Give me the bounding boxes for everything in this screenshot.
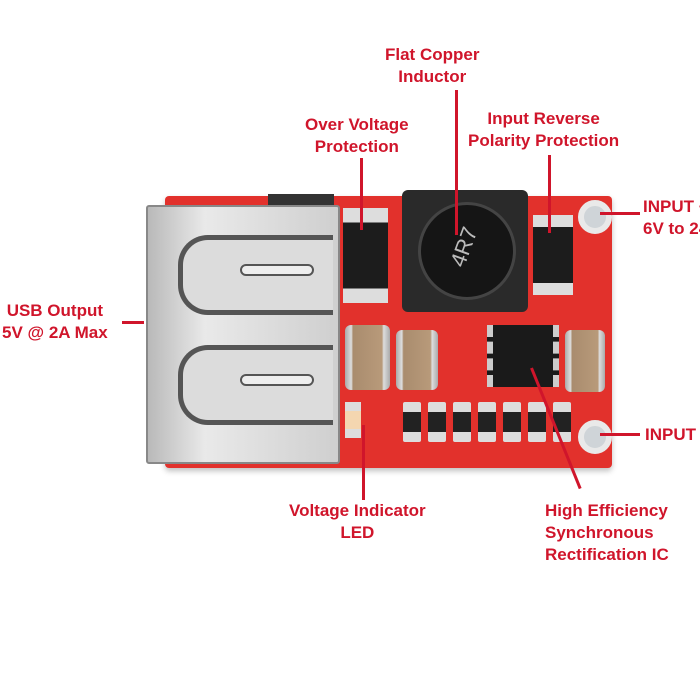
label-line: Voltage Indicator xyxy=(289,501,426,520)
label-line: USB Output xyxy=(6,301,104,320)
label-usb-output: USB Output 5V @ 2A Max xyxy=(2,300,108,344)
label-line: Over Voltage xyxy=(305,115,409,134)
indicator-led xyxy=(345,402,361,438)
usb-pin xyxy=(240,264,314,276)
resistor xyxy=(453,402,471,442)
resistor xyxy=(528,402,546,442)
usb-tab xyxy=(268,194,334,208)
resistor xyxy=(503,402,521,442)
pointer-line xyxy=(362,425,365,500)
input-negative-pad xyxy=(578,420,612,454)
resistor xyxy=(428,402,446,442)
pointer-line xyxy=(360,158,363,230)
label-line: LED xyxy=(340,523,375,542)
label-line: Synchronous xyxy=(545,523,654,542)
label-line: INPUT + xyxy=(643,197,700,216)
label-input-negative: INPUT - xyxy=(645,425,700,444)
label-line: Protection xyxy=(314,137,399,156)
resistor xyxy=(478,402,496,442)
capacitor xyxy=(565,330,605,392)
label-line: High Efficiency xyxy=(545,501,668,520)
label-line: Rectification IC xyxy=(545,545,669,564)
label-line: 6V to 24V xyxy=(643,219,700,238)
pointer-line xyxy=(600,433,640,436)
capacitor xyxy=(396,330,438,390)
label-line: Inductor xyxy=(398,67,467,86)
resistor xyxy=(403,402,421,442)
label-line: 5V @ 2A Max xyxy=(2,323,108,342)
label-line: Input Reverse xyxy=(487,109,600,128)
label-input-positive: INPUT + 6V to 24V xyxy=(643,196,700,240)
capacitor xyxy=(345,325,390,390)
label-line: Polarity Protection xyxy=(468,131,620,150)
inductor: 4R7 xyxy=(402,190,528,312)
ic-chip xyxy=(487,325,559,387)
pointer-line xyxy=(600,212,640,215)
usb-pin xyxy=(240,374,314,386)
pointer-line xyxy=(122,321,144,324)
input-positive-pad xyxy=(578,200,612,234)
pointer-line xyxy=(548,155,551,233)
label-line: Flat Copper xyxy=(385,45,480,64)
resistor xyxy=(553,402,571,442)
reverse-polarity-mosfet xyxy=(533,215,573,295)
over-voltage-diode xyxy=(343,208,388,303)
pointer-line xyxy=(455,90,458,235)
